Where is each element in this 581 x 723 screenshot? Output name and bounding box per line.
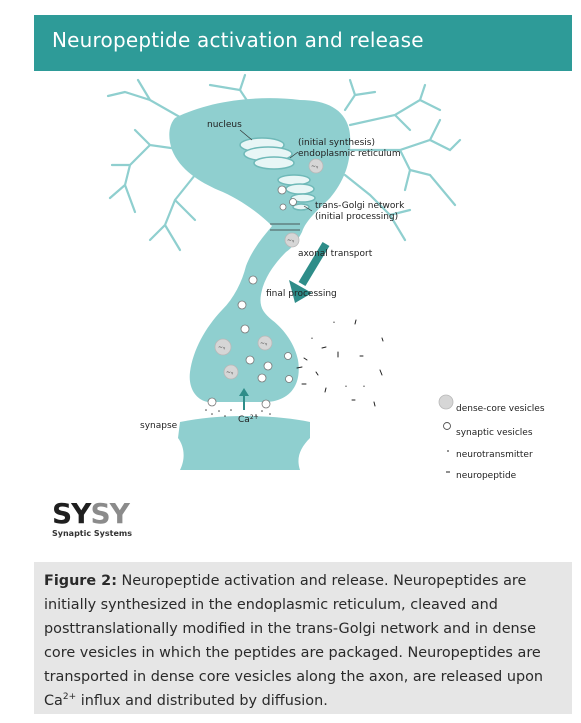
logo-subtitle: Synaptic Systems [52,529,132,538]
page-title: Neuropeptide activation and release [52,28,424,52]
golgi-network [277,174,316,211]
endoplasmic-reticulum [239,137,295,170]
legend-synaptic-swatch [443,422,451,430]
header-bar: Neuropeptide activation and release [34,15,572,71]
sysy-logo: SYSY Synaptic Systems [52,497,132,539]
calcium-influx-arrow [239,388,249,410]
legend-dense-core: dense-core vesicles [456,404,545,414]
neuron-diagram: ~ᵧ ~ᵧ ~ᵧ ~ᵧ ~ᵧ nucleus (initial synthe [106,73,545,481]
legend-neurotransmitter-swatch [447,450,449,452]
figure-label: Figure 2: [44,573,117,589]
label-calcium: Ca2+ [238,414,259,425]
vesicle-glyph: ~ᵧ [311,163,319,170]
logo-mark: SYSY [52,497,130,530]
synaptic-vesicles [207,185,297,409]
legend-synaptic: synaptic vesicles [456,428,533,438]
vesicle-glyph: ~ᵧ [218,344,226,351]
axonal-transport-arrow [289,241,330,303]
vesicle-glyph: ~ᵧ [226,369,234,376]
postsynaptic-terminal [178,416,310,470]
leader-lines [239,129,313,231]
released-molecules [296,319,384,407]
label-nucleus: nucleus [207,120,242,130]
label-final-processing: final processing [266,289,337,299]
legend-dense-core-swatch [438,394,454,410]
label-synapse: synapse [140,421,178,431]
label-golgi-line2: (initial processing) [315,212,398,222]
neuron-soma [169,98,351,402]
dense-core-vesicles [214,158,324,380]
label-axonal-transport: axonal transport [298,249,373,259]
legend-neurotransmitter: neurotransmitter [456,450,533,460]
vesicle-glyph: ~ᵧ [287,237,295,244]
figure-caption: Figure 2: Neuropeptide activation and re… [34,562,572,714]
label-golgi-line1: trans-Golgi network [315,201,405,211]
caption-text: Figure 2: Neuropeptide activation and re… [44,573,544,709]
vesicle-glyph: ~ᵧ [260,340,268,347]
label-er-line1: (initial synthesis) [298,138,375,148]
neurotransmitter-dots [205,409,271,417]
legend: dense-core vesicles synaptic vesicles ne… [438,394,545,481]
label-er-line2: endoplasmic reticulum [298,149,401,159]
legend-neuropeptide: neuropeptide [456,471,517,481]
